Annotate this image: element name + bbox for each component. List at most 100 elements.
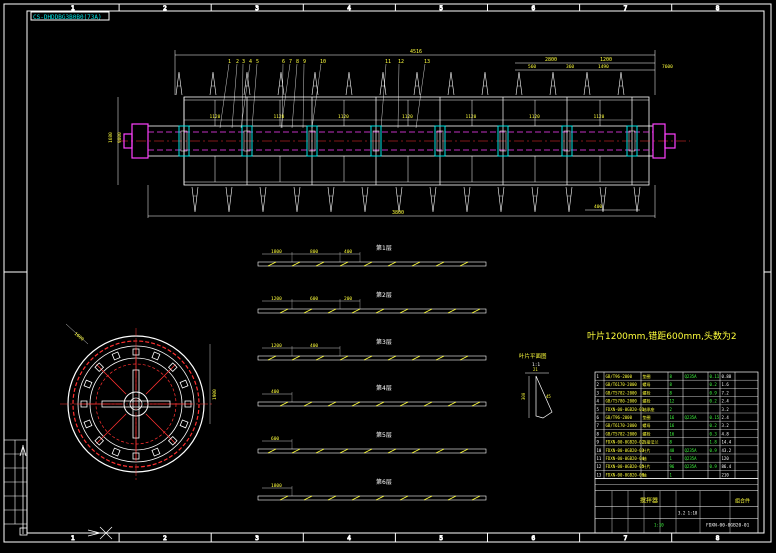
shaft-segment-dim: 1120 <box>466 114 477 120</box>
bom-cell: 0.3 <box>710 431 718 436</box>
bom-cell: GB/T5782-2000 <box>606 390 638 395</box>
left-revision-strip <box>3 439 28 525</box>
bom-cell: 轴承座 <box>643 406 655 412</box>
bom-cell: 3.2 <box>722 407 730 412</box>
top-column-label: 1 <box>71 5 75 12</box>
bom-cell: 0.2 <box>710 423 718 428</box>
top-column-label: 7 <box>624 5 628 12</box>
top-column-label: 5 <box>439 5 443 12</box>
detail-scale: 1:1 <box>532 362 540 368</box>
top-column-label: 3 <box>255 5 259 12</box>
layer-dim: 400 <box>310 343 318 349</box>
bom-cell: FDXN-00-0GB20-01 <box>606 407 645 412</box>
bom-cell: 120 <box>722 456 730 461</box>
part-mark: 4 <box>249 59 252 65</box>
part-mark: 5 <box>256 59 259 65</box>
bom-cell: 48 <box>670 448 675 453</box>
part-mark: 2 <box>236 59 239 65</box>
bom-cell: 轴 <box>643 471 647 477</box>
layer-dim: 1800 <box>271 249 282 255</box>
detail-dim-1: 21 <box>533 367 538 372</box>
layer-dim: 800 <box>310 249 318 255</box>
bottom-column-label: 5 <box>439 535 443 542</box>
bom-cell: 螺栓 <box>643 430 651 436</box>
bom-cell: 8 <box>670 374 673 379</box>
layer-dim: 1800 <box>271 483 282 489</box>
bom-cell: 6 <box>597 415 600 420</box>
bom-cell: 螺母 <box>643 422 651 428</box>
part-mark: 7 <box>289 59 292 65</box>
bom-cell: 7.2 <box>722 390 730 395</box>
bom-cell: 1.6 <box>722 382 730 387</box>
axis-crosshair-icon <box>99 526 113 540</box>
bom-cell: 11 <box>597 456 602 461</box>
detail-dim-2: 300 <box>521 392 526 400</box>
clamp-stations <box>178 97 638 185</box>
bom-cell: 连接法兰 <box>643 439 659 445</box>
right-dim-2: 1200 <box>600 57 612 63</box>
bom-cell: 螺栓 <box>643 389 651 395</box>
bom-drawing-no: FDXN-00-0GB20-01 <box>706 523 750 529</box>
bom-cell: 2 <box>670 407 673 412</box>
bom-cell: 0.15 <box>710 415 720 420</box>
layer-dim: 600 <box>310 296 318 302</box>
paddle-blades <box>175 71 641 213</box>
bom-cell: FDXN-00-0GB20-03 <box>606 448 645 453</box>
bom-cell: 2.4 <box>722 415 730 420</box>
top-column-label: 8 <box>716 5 720 12</box>
bom-cell: FDXN-00-0GB20-04 <box>606 456 645 461</box>
part-mark: 1 <box>228 59 231 65</box>
bom-cell: 0.11 <box>710 374 720 379</box>
part-mark: 6 <box>282 59 285 65</box>
bom-weight: 3.2 1:18 <box>678 511 698 516</box>
bom-cell: 0.2 <box>710 382 718 387</box>
bottom-dimension: 3800 <box>392 210 404 216</box>
bottom-column-label: 7 <box>624 535 628 542</box>
bom-footer-title: 搅拌器 <box>640 497 658 505</box>
bom-cell: 3 <box>597 390 600 395</box>
bottom-column-label: 4 <box>347 535 351 542</box>
part-mark: 13 <box>424 59 430 65</box>
bom-cell: FDXN-00-0GB20-06 <box>606 472 645 477</box>
bom-cell: 0.9 <box>710 448 718 453</box>
part-mark: 11 <box>385 59 391 65</box>
bom-cell: 2.4 <box>722 399 730 404</box>
bom-cell: 1 <box>597 374 600 379</box>
bom-cell: 9 <box>597 440 600 445</box>
title-tag-box <box>30 11 110 21</box>
bom-cell: 8 <box>670 382 673 387</box>
layer-dim: 400 <box>271 389 279 395</box>
bom-cell: 8 <box>670 390 673 395</box>
detail-dim-3: 45 <box>546 394 551 399</box>
shaft-segment-dim: 1120 <box>529 114 540 120</box>
blade-detail-view: 叶片平面图 1:1 21 300 45 <box>519 352 553 419</box>
layer-dim: 600 <box>271 436 279 442</box>
bom-cell: 10 <box>597 448 602 453</box>
bom-cell: 叶片 <box>643 447 651 453</box>
bottom-column-label: 1 <box>71 535 75 542</box>
part-mark: 3 <box>242 59 245 65</box>
bom-cell: Q235A <box>685 448 698 453</box>
bom-cell: 1 <box>670 472 673 477</box>
shaft-segment-dim: 1120 <box>402 114 413 120</box>
layer-label: 第2层 <box>376 291 392 299</box>
bom-cell: 0.9 <box>710 390 718 395</box>
bom-cell: 5 <box>597 407 600 412</box>
part-mark: 12 <box>398 59 404 65</box>
bom-cell: GB/T96-2000 <box>606 415 633 420</box>
top-column-label: 6 <box>532 5 536 12</box>
bom-cell: 16 <box>670 423 675 428</box>
layer-dim: 1200 <box>271 296 282 302</box>
section-dim-left: 1600 <box>73 331 85 343</box>
bom-cell: 轴 <box>643 455 647 461</box>
bom-cell: 0.2 <box>710 399 718 404</box>
bom-cell: 1 <box>670 456 673 461</box>
layer-dim: 400 <box>344 249 352 255</box>
bottom-column-label: 3 <box>255 535 259 542</box>
